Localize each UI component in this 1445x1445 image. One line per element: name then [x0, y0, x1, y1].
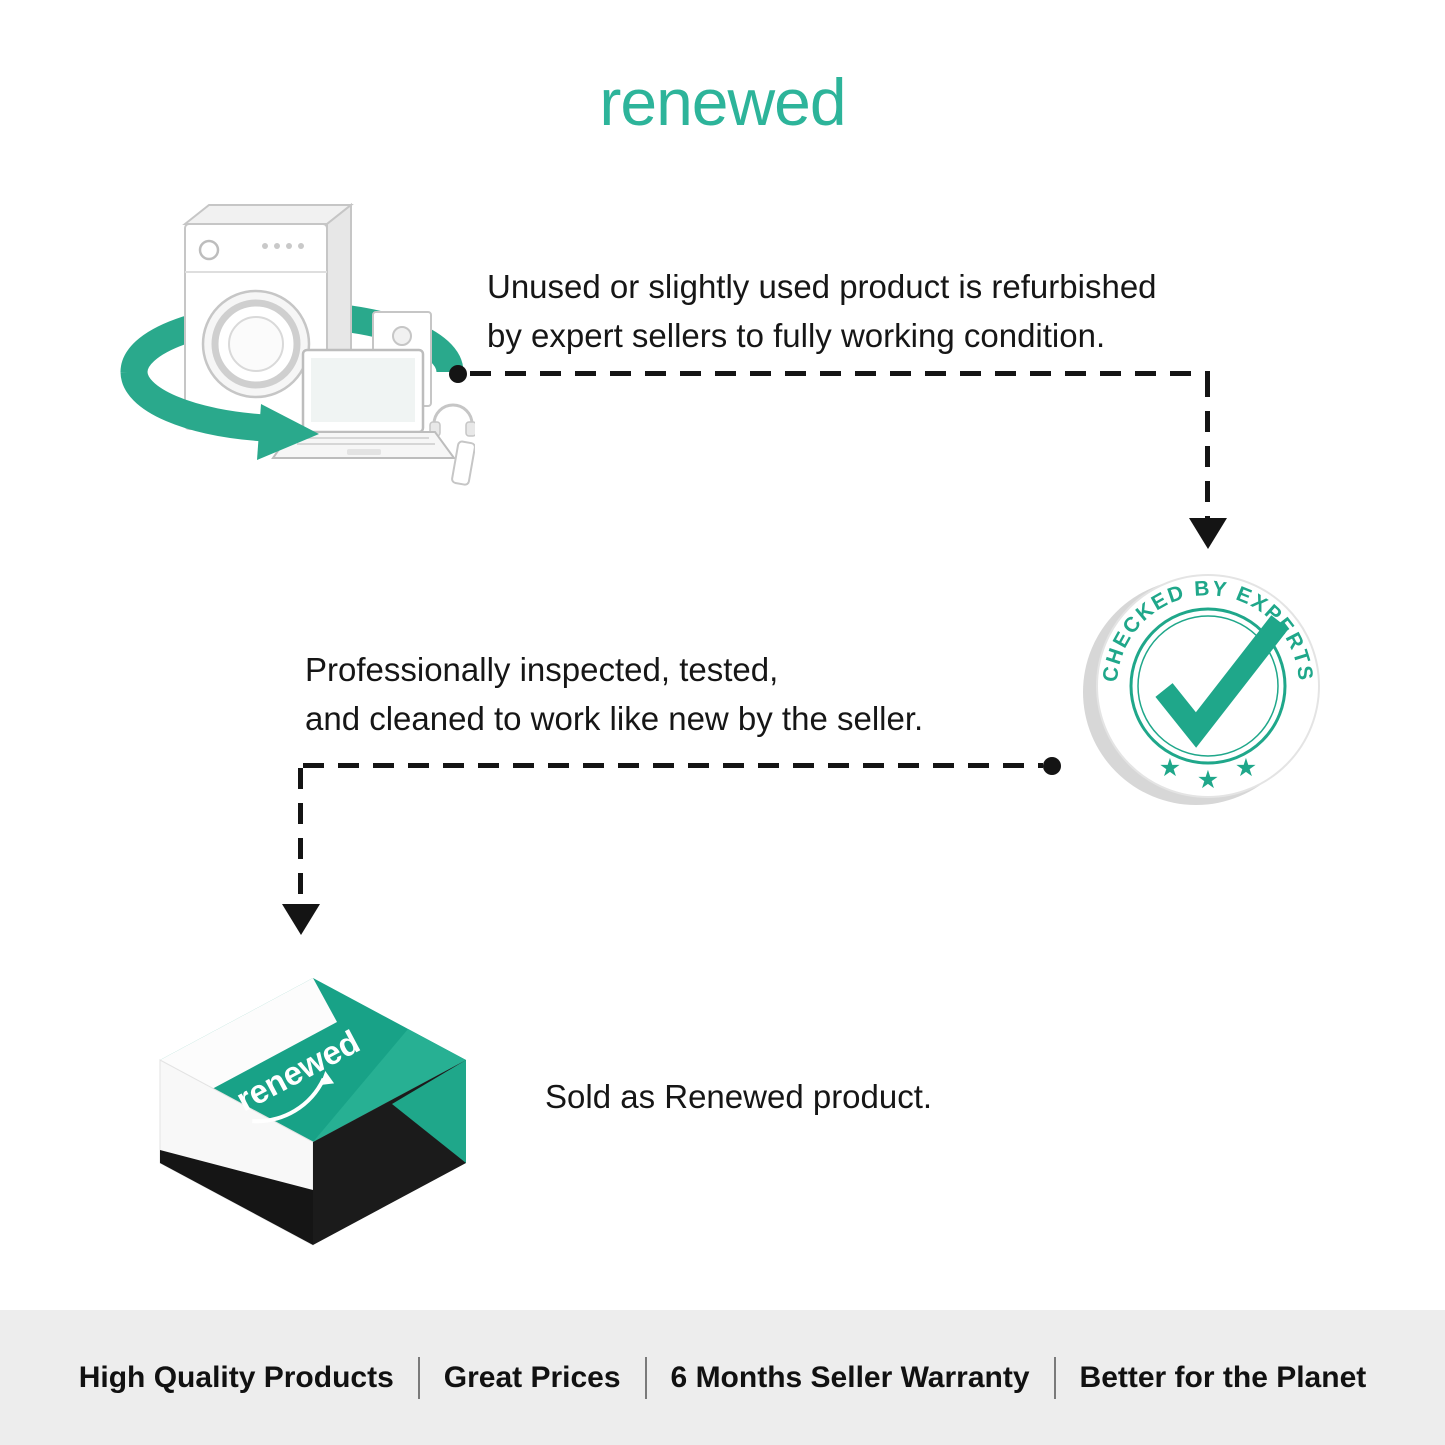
- box-lid-light-wedge: [313, 1029, 466, 1142]
- footer-separator-3: [1053, 1356, 1056, 1399]
- badge-star-middle-icon: ★: [1197, 766, 1219, 794]
- footer-separator-2: [644, 1356, 647, 1399]
- step-1-line-1: Unused or slightly used product is refur…: [487, 268, 1157, 305]
- step-1-description: Unused or slightly used product is refur…: [487, 262, 1157, 360]
- refurbished-electronics-illustration: [120, 202, 475, 486]
- badge-inner-ring: [1137, 615, 1279, 757]
- box-front-black-band: [160, 1150, 313, 1245]
- connector-1-arrowhead: [1189, 518, 1227, 549]
- step-3-line-1: Sold as Renewed product.: [545, 1078, 933, 1115]
- recycle-arrow-front: [120, 370, 266, 442]
- box-side-teal-wedge: [392, 1060, 466, 1163]
- remote-icon: [451, 440, 475, 486]
- headphones-icon: [429, 403, 475, 437]
- connector-1-vertical-line: [1205, 376, 1210, 518]
- connector-2-vertical-line: [298, 768, 303, 906]
- footer-separator-1: [417, 1356, 420, 1399]
- connector-1-dot: [449, 365, 467, 383]
- badge-star-left-icon: ★: [1159, 754, 1181, 782]
- badge-outer-ring: [1129, 607, 1287, 765]
- smile-arrow-icon: [252, 1077, 326, 1124]
- check-icon: [1155, 615, 1289, 748]
- footer-bar: High Quality Products Great Prices 6 Mon…: [0, 1310, 1445, 1445]
- footer-item-planet: Better for the Planet: [1079, 1360, 1367, 1394]
- connector-2-dot: [1043, 757, 1061, 775]
- footer-item-prices: Great Prices: [443, 1360, 621, 1394]
- laptop-icon: [271, 348, 456, 459]
- recycle-arrow-head: [257, 404, 319, 460]
- step-2-line-1: Professionally inspected, tested,: [305, 651, 779, 688]
- step-2-line-2: and cleaned to work like new by the sell…: [305, 700, 924, 737]
- connector-1-horizontal-line: [470, 371, 1210, 376]
- footer-item-warranty: 6 Months Seller Warranty: [670, 1360, 1030, 1394]
- checked-by-experts-badge: CHECKED BY EXPERTS ★ ★ ★: [1083, 574, 1320, 805]
- step-1-line-2: by expert sellers to fully working condi…: [487, 317, 1106, 354]
- renewed-box-illustration: renewed: [159, 978, 466, 1246]
- connector-2-horizontal-line: [303, 763, 1043, 768]
- footer-item-quality: High Quality Products: [78, 1360, 394, 1394]
- page-title: renewed: [599, 65, 846, 139]
- step-3-description: Sold as Renewed product.: [545, 1072, 932, 1121]
- step-2-description: Professionally inspected, tested, and cl…: [305, 645, 923, 743]
- box-lid-white-band: [160, 978, 337, 1104]
- badge-star-right-icon: ★: [1235, 754, 1257, 782]
- connector-2-arrowhead: [282, 904, 320, 935]
- smile-arrow-tip: [320, 1071, 335, 1086]
